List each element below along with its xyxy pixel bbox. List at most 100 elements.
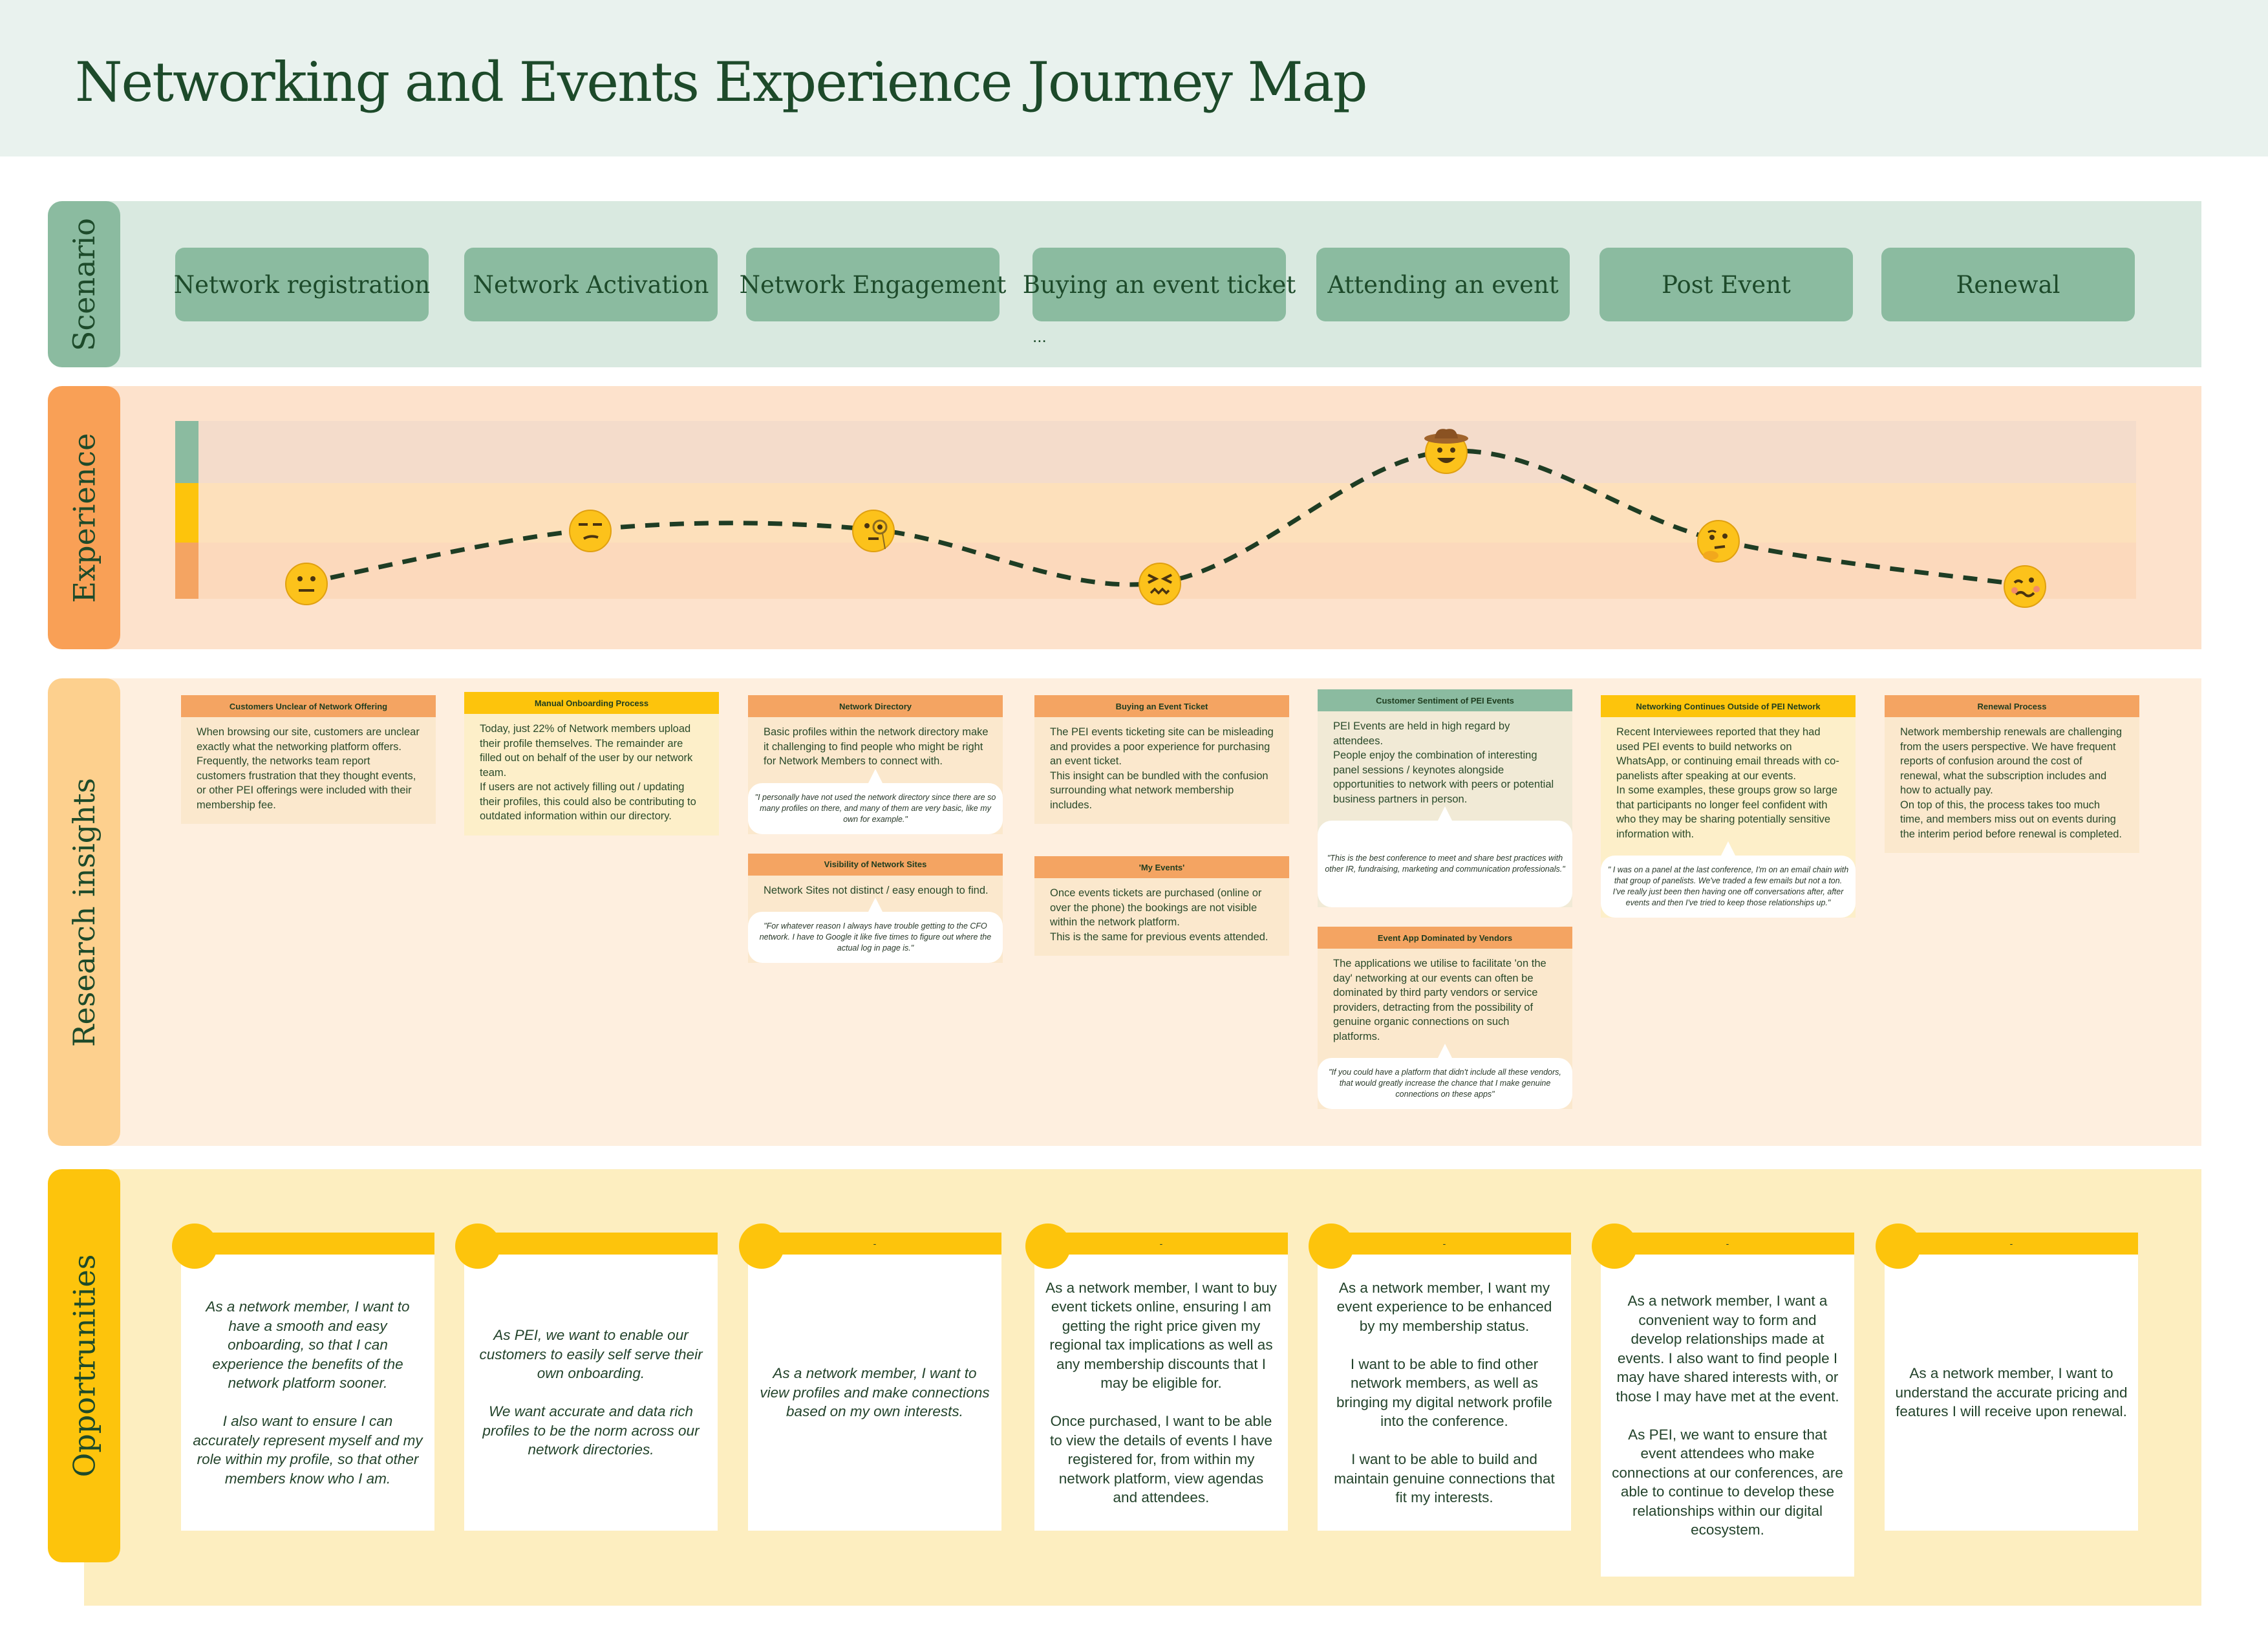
experience-stripe-mid [175,483,2136,543]
insight-card-text: When browsing our site, customers are un… [197,726,420,811]
confounded-face-icon [1137,559,1183,606]
opportunity-header: - [1885,1233,2138,1255]
neutral-face-icon [283,559,330,606]
opportunity-paragraph: As a network member, I want a convenient… [1616,1293,1839,1405]
row-label-text: Opportrunities [67,1254,102,1478]
insight-quote-text: " I was on a panel at the last conferenc… [1607,865,1849,907]
opportunity-paragraph: I want to be able to find other network … [1336,1355,1552,1430]
opportunity-header: - [748,1233,1001,1255]
insight-quote-text: "If you could have a platform that didn'… [1329,1068,1561,1099]
insight-card-body: Network membership renewals are challeng… [1885,717,2139,853]
opportunity-paragraph: Once purchased, I want to be able to vie… [1050,1413,1272,1505]
thinking-face-icon [1695,517,1742,563]
insight-quote-bubble: "For whatever reason I always have troub… [748,898,1003,963]
opportunity-paragraph: As a network member, I want to view prof… [760,1365,990,1420]
insight-card-title: 'My Events' [1034,856,1289,878]
insight-card-title: Network Directory [748,695,1003,717]
opportunity-marker-icon [455,1223,500,1269]
row-label-scenario: Scenario [48,201,120,367]
opportunity-card: - As a network member, I want to view pro… [739,1223,1001,1531]
experience-stripe-high [175,421,2136,483]
opportunity-marker-icon [739,1223,784,1269]
opportunity-card: - As a network member, I want to buy even… [1025,1223,1288,1531]
scenario-card[interactable]: Attending an event [1316,248,1570,321]
insight-card-text: Today, just 22% of Network members uploa… [480,723,696,822]
scenario-card[interactable]: Network Engagement [740,248,1006,321]
insight-card-text: The applications we utilise to facilitat… [1333,958,1546,1042]
unamused-face-icon [567,506,614,553]
opportunity-marker-icon [172,1223,217,1269]
opportunity-header [464,1233,718,1255]
insight-card-title: Networking Continues Outside of PEI Netw… [1601,695,1856,717]
opportunity-card: As a network member, I want to have a sm… [172,1223,434,1531]
cowboy-hat-face-icon [1423,428,1470,475]
header-band: Networking and Events Experience Journey… [0,0,2268,156]
level-marker-mid [175,483,198,543]
insight-quote-bubble: "This is the best conference to meet and… [1318,806,1572,907]
opportunity-paragraph: As a network member, I want to understan… [1895,1365,2128,1420]
scenario-label: Network Engagement [739,270,1007,299]
page-title: Networking and Events Experience Journey… [75,50,1368,114]
insight-card-text: The PEI events ticketing site can be mis… [1050,726,1274,811]
opportunity-header: - [1034,1233,1288,1255]
opportunity-header: - [1318,1233,1571,1255]
scenario-card[interactable]: Renewal [1881,248,2135,321]
scenario-label: Network Activation [473,270,709,299]
scenario-label: Network registration [173,270,431,299]
row-label-experience: Experience [48,386,120,649]
insight-card-body: The PEI events ticketing site can be mis… [1034,717,1289,824]
row-label-opportunities: Opportrunities [48,1169,120,1562]
opportunity-paragraph: As a network member, I want my event exp… [1336,1279,1552,1334]
insight-card-body: Once events tickets are purchased (onlin… [1034,878,1289,956]
insight-card-title: Manual Onboarding Process [464,692,719,714]
insight-card-title: Buying an Event Ticket [1034,695,1289,717]
scenario-label: Renewal [1956,270,2060,299]
opportunity-paragraph: As a network member, I want to buy event… [1045,1279,1277,1392]
opportunity-text: As PEI, we want to enable our customers … [464,1255,718,1531]
opportunity-header [181,1233,434,1255]
scenario-label: Post Event [1662,270,1791,299]
scenario-ellipsis: ... [1032,327,1047,346]
opportunity-text: As a network member, I want to buy event… [1034,1255,1288,1531]
opportunity-marker-icon [1592,1223,1637,1269]
opportunity-card: As PEI, we want to enable our customers … [455,1223,718,1531]
scenario-card[interactable]: Post Event [1599,248,1853,321]
insight-quote-text: "I personally have not used the network … [754,792,996,824]
insight-card-text: Basic profiles within the network direct… [764,726,989,767]
opportunity-header: - [1601,1233,1854,1255]
opportunity-paragraph: As PEI, we want to enable our customers … [479,1327,703,1382]
level-marker-low [175,543,198,599]
insight-card-body: When browsing our site, customers are un… [181,717,436,824]
opportunity-paragraph: I also want to ensure I can accurately r… [193,1413,423,1487]
opportunity-text: As a network member, I want my event exp… [1318,1255,1571,1531]
face-with-monocle-icon [850,506,897,553]
insight-card-body: Today, just 22% of Network members uploa… [464,714,719,835]
insight-card: Networking Continues Outside of PEI Netw… [1601,695,1856,918]
scenario-card[interactable]: Buying an event ticket [1023,248,1296,321]
insight-card-text: Network Sites not distinct / easy enough… [764,884,989,896]
insight-card-title: Customer Sentiment of PEI Events [1318,689,1572,711]
insight-card-title: Event App Dominated by Vendors [1318,927,1572,949]
insight-card-body: Basic profiles within the network direct… [748,717,1003,834]
opportunity-paragraph: As a network member, I want to have a sm… [206,1299,410,1391]
level-marker-high [175,421,198,483]
insight-quote-text: "This is the best conference to meet and… [1325,854,1565,874]
opportunity-card: - As a network member, I want my event ex… [1309,1223,1571,1531]
insight-card-text: PEI Events are held in high regard by at… [1333,720,1554,805]
opportunity-paragraph: We want accurate and data rich profiles … [482,1403,700,1458]
scenario-card[interactable]: Network Activation [464,248,718,321]
experience-curve [306,448,2026,588]
opportunity-text: As a network member, I want to understan… [1885,1255,2138,1531]
insight-card-body: Network Sites not distinct / easy enough… [748,875,1003,963]
scenario-card[interactable]: Network registration [173,248,431,321]
insight-card-title: Customers Unclear of Network Offering [181,695,436,717]
opportunity-marker-icon [1876,1223,1921,1269]
